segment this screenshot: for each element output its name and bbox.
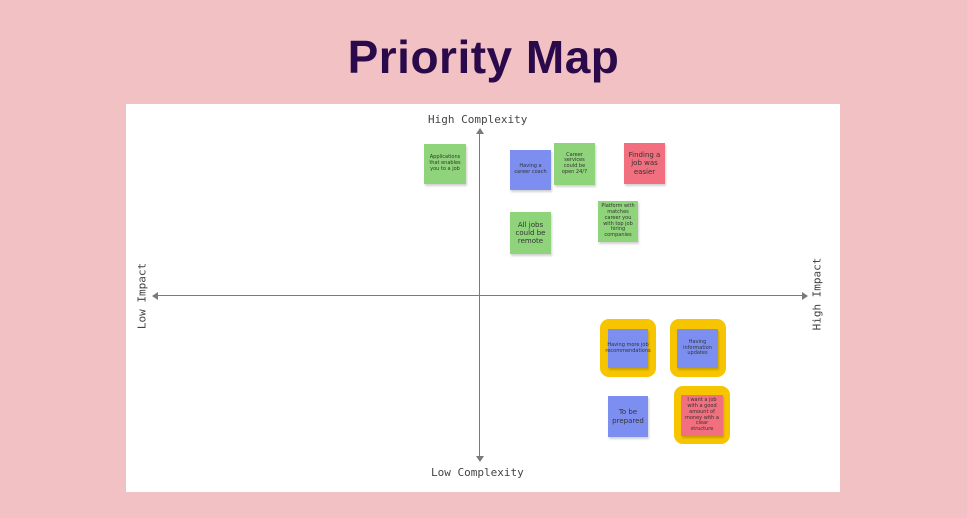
sticky-note-to-be-prepared[interactable]: To be prepared	[608, 396, 648, 437]
sticky-note-remote-jobs[interactable]: All jobs could be remote	[510, 212, 551, 254]
axis-label-high-complexity: High Complexity	[428, 113, 528, 126]
arrow-left-icon	[152, 292, 158, 300]
axis-label-low-impact: Low Impact	[135, 262, 149, 330]
arrow-right-icon	[802, 292, 808, 300]
sticky-note-career-services[interactable]: Career services could be open 24/7	[554, 143, 595, 185]
sticky-note-good-job[interactable]: I want a job with a good amount of money…	[681, 395, 723, 436]
sticky-note-finding-job[interactable]: Finding a job was easier	[624, 143, 665, 184]
priority-map-board: High Complexity Low Complexity Low Impac…	[126, 104, 840, 492]
axis-label-low-complexity: Low Complexity	[431, 466, 524, 479]
arrow-up-icon	[476, 128, 484, 134]
arrow-down-icon	[476, 456, 484, 462]
sticky-note-career-coach[interactable]: Having a career coach	[510, 150, 551, 190]
complexity-axis	[479, 132, 480, 458]
page-title: Priority Map	[347, 31, 620, 83]
impact-axis	[156, 295, 804, 296]
axis-label-high-impact: High Impact	[810, 257, 824, 331]
sticky-note-applications[interactable]: Applications that enables you to a job	[424, 144, 466, 184]
sticky-note-job-recommendations[interactable]: Having more job recommendations	[605, 329, 651, 368]
sticky-note-match-platform[interactable]: Platform with matches career you with to…	[598, 201, 638, 242]
sticky-note-information-updates[interactable]: Having information updates	[677, 329, 718, 368]
